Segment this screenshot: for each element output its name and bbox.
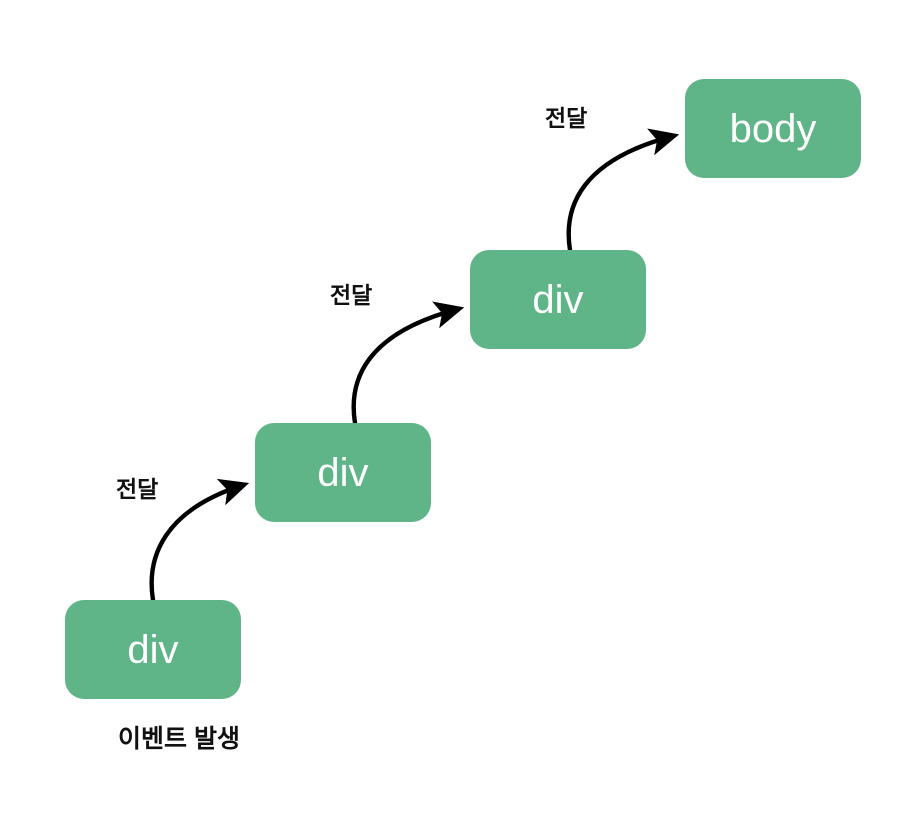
event-origin-caption: 이벤트 발생 xyxy=(118,725,240,753)
node-div-source[interactable]: div xyxy=(65,600,241,699)
node-div-outer[interactable]: div xyxy=(470,250,646,349)
edge-arrow-2 xyxy=(351,301,465,426)
edge-arrow-3 xyxy=(566,128,680,253)
edge-arrow-1 xyxy=(149,478,250,603)
node-label: div xyxy=(532,277,584,322)
edge-label-2: 전달 xyxy=(330,282,373,308)
edge-label-3: 전달 xyxy=(545,105,588,131)
node-div-mid[interactable]: div xyxy=(255,423,431,522)
node-label: div xyxy=(317,450,369,495)
node-label: body xyxy=(729,106,817,151)
edge-label-1: 전달 xyxy=(116,476,159,502)
node-body[interactable]: body xyxy=(685,79,861,178)
node-label: div xyxy=(127,627,179,672)
